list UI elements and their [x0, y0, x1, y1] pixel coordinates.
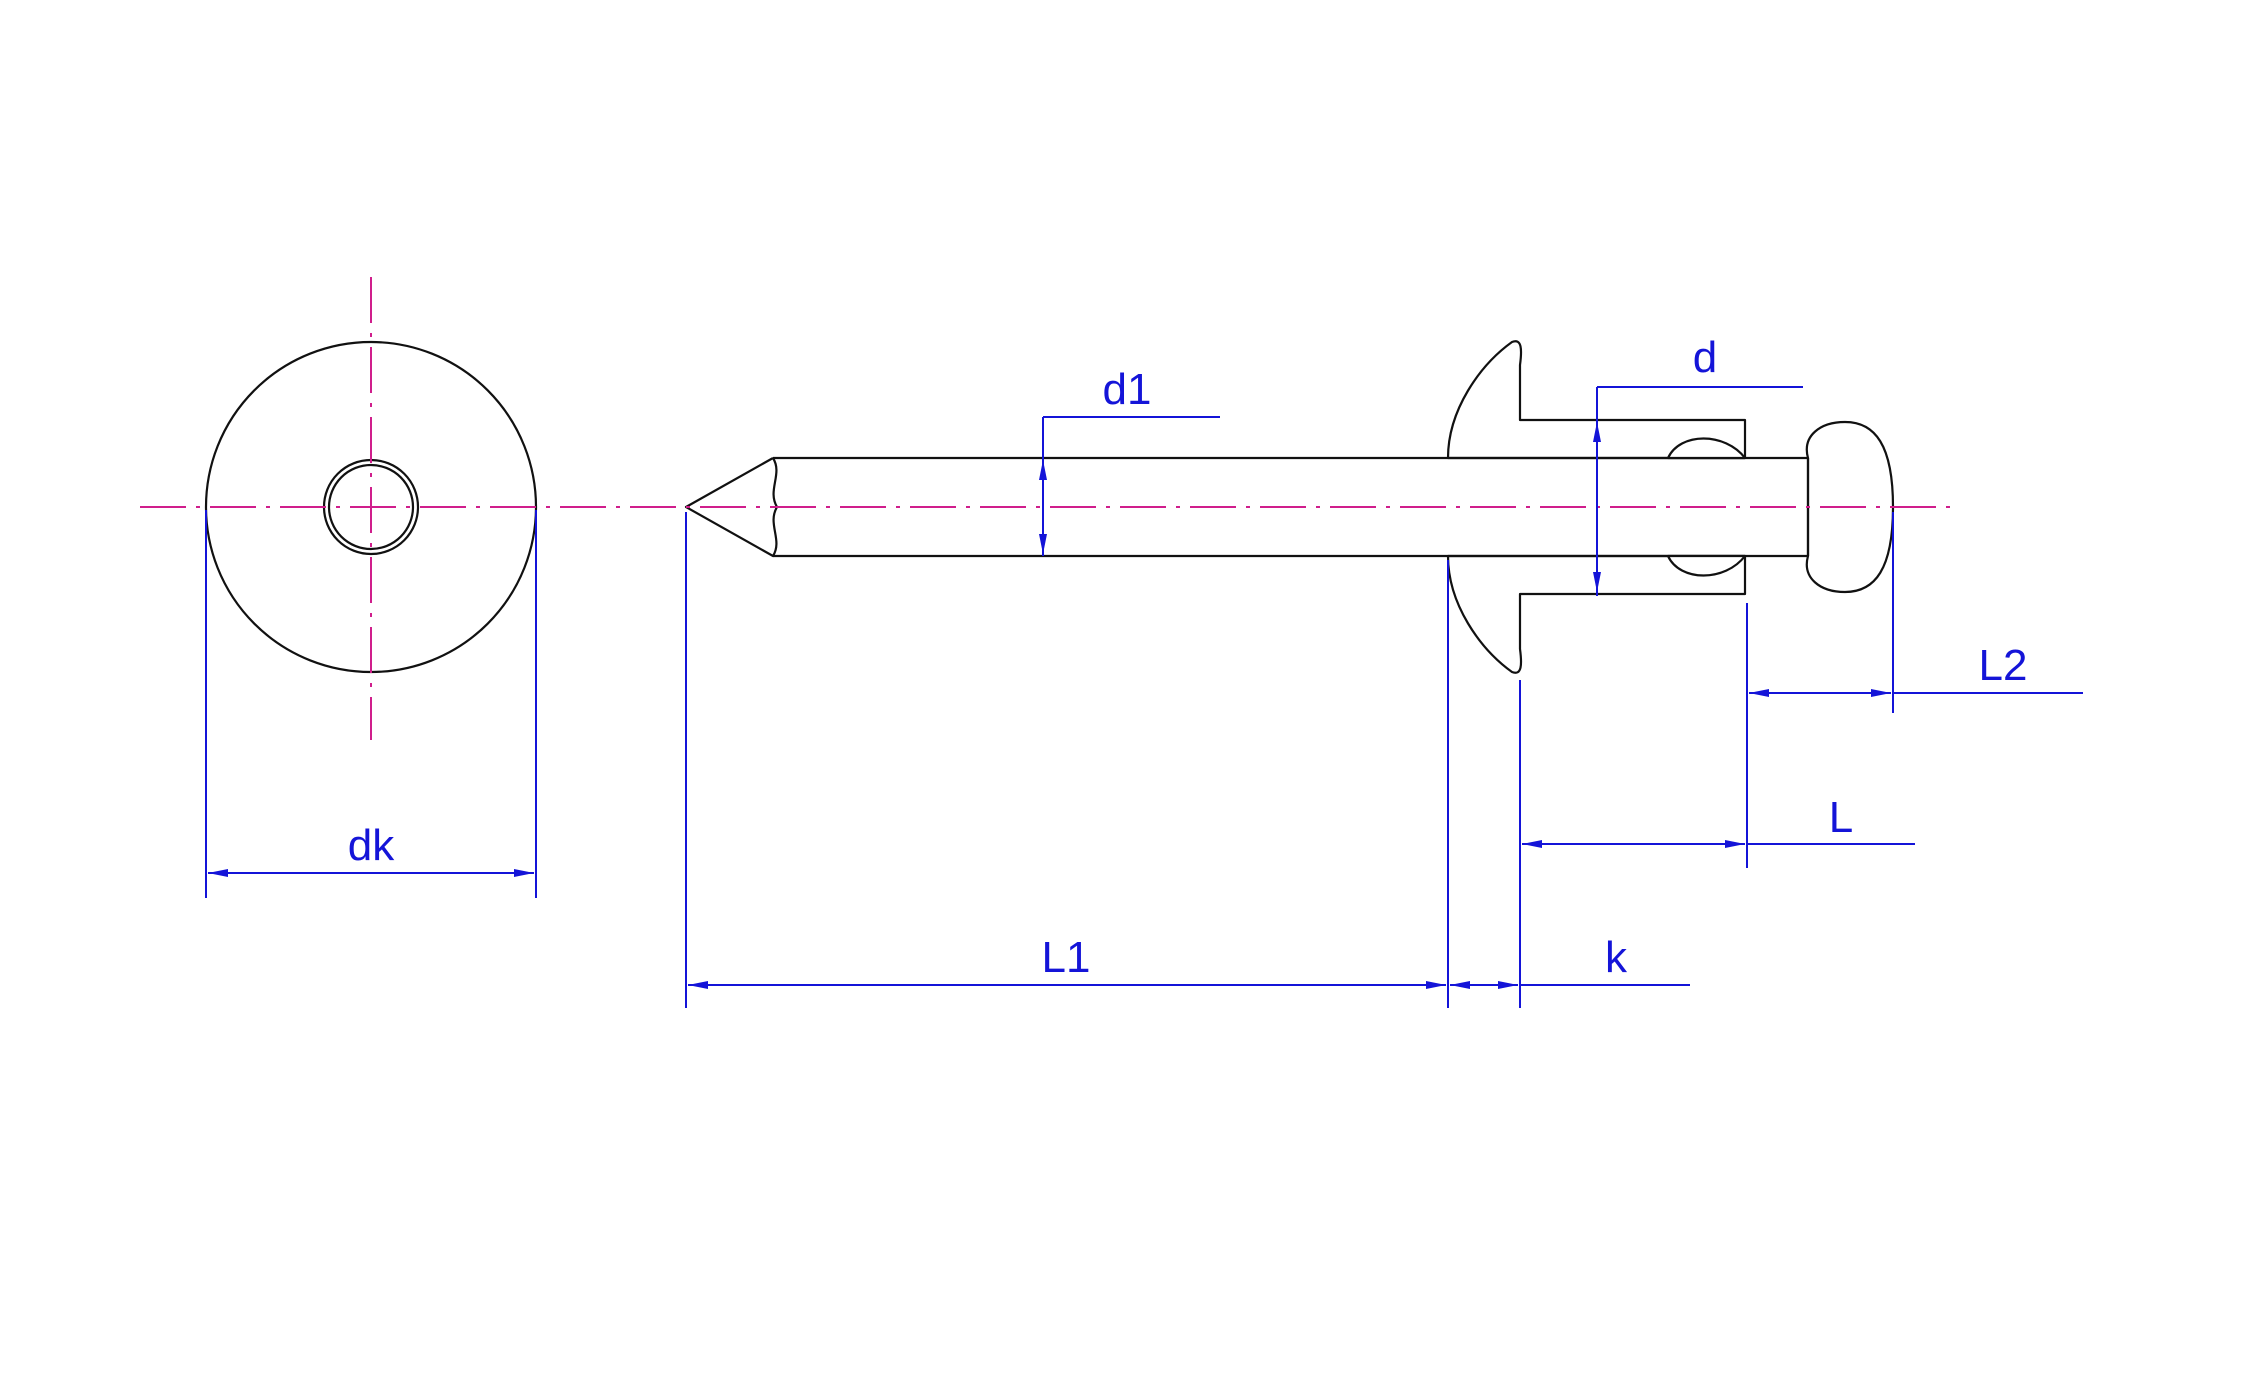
dimension-L: L — [1519, 680, 1915, 1008]
dimension-L1: L1 — [685, 512, 1449, 1008]
dimension-dk: dk — [205, 510, 537, 898]
dimension-d: d — [1593, 333, 1803, 596]
rivet-head-lower-section — [1446, 554, 1747, 674]
side-view — [140, 340, 1960, 674]
mandrel-hole-inner-circle — [327, 463, 415, 551]
L1-label: L1 — [1042, 933, 1091, 982]
dimension-L2: L2 — [1746, 512, 2083, 868]
d-label: d — [1693, 333, 1717, 382]
dimensions: dk d1 d L2 L — [205, 333, 2083, 1008]
mandrel-neck-lower — [1666, 554, 1747, 577]
end-view — [204, 277, 538, 740]
d1-label: d1 — [1103, 365, 1152, 414]
rivet-head-upper-section — [1446, 340, 1747, 460]
L-label: L — [1829, 793, 1853, 842]
mandrel-neck-upper — [1666, 437, 1747, 460]
dimension-k: k — [1450, 933, 1690, 989]
dk-label: dk — [348, 821, 395, 870]
L2-label: L2 — [1979, 641, 2028, 690]
k-label: k — [1605, 933, 1628, 982]
dimension-d1: d1 — [1039, 365, 1220, 556]
